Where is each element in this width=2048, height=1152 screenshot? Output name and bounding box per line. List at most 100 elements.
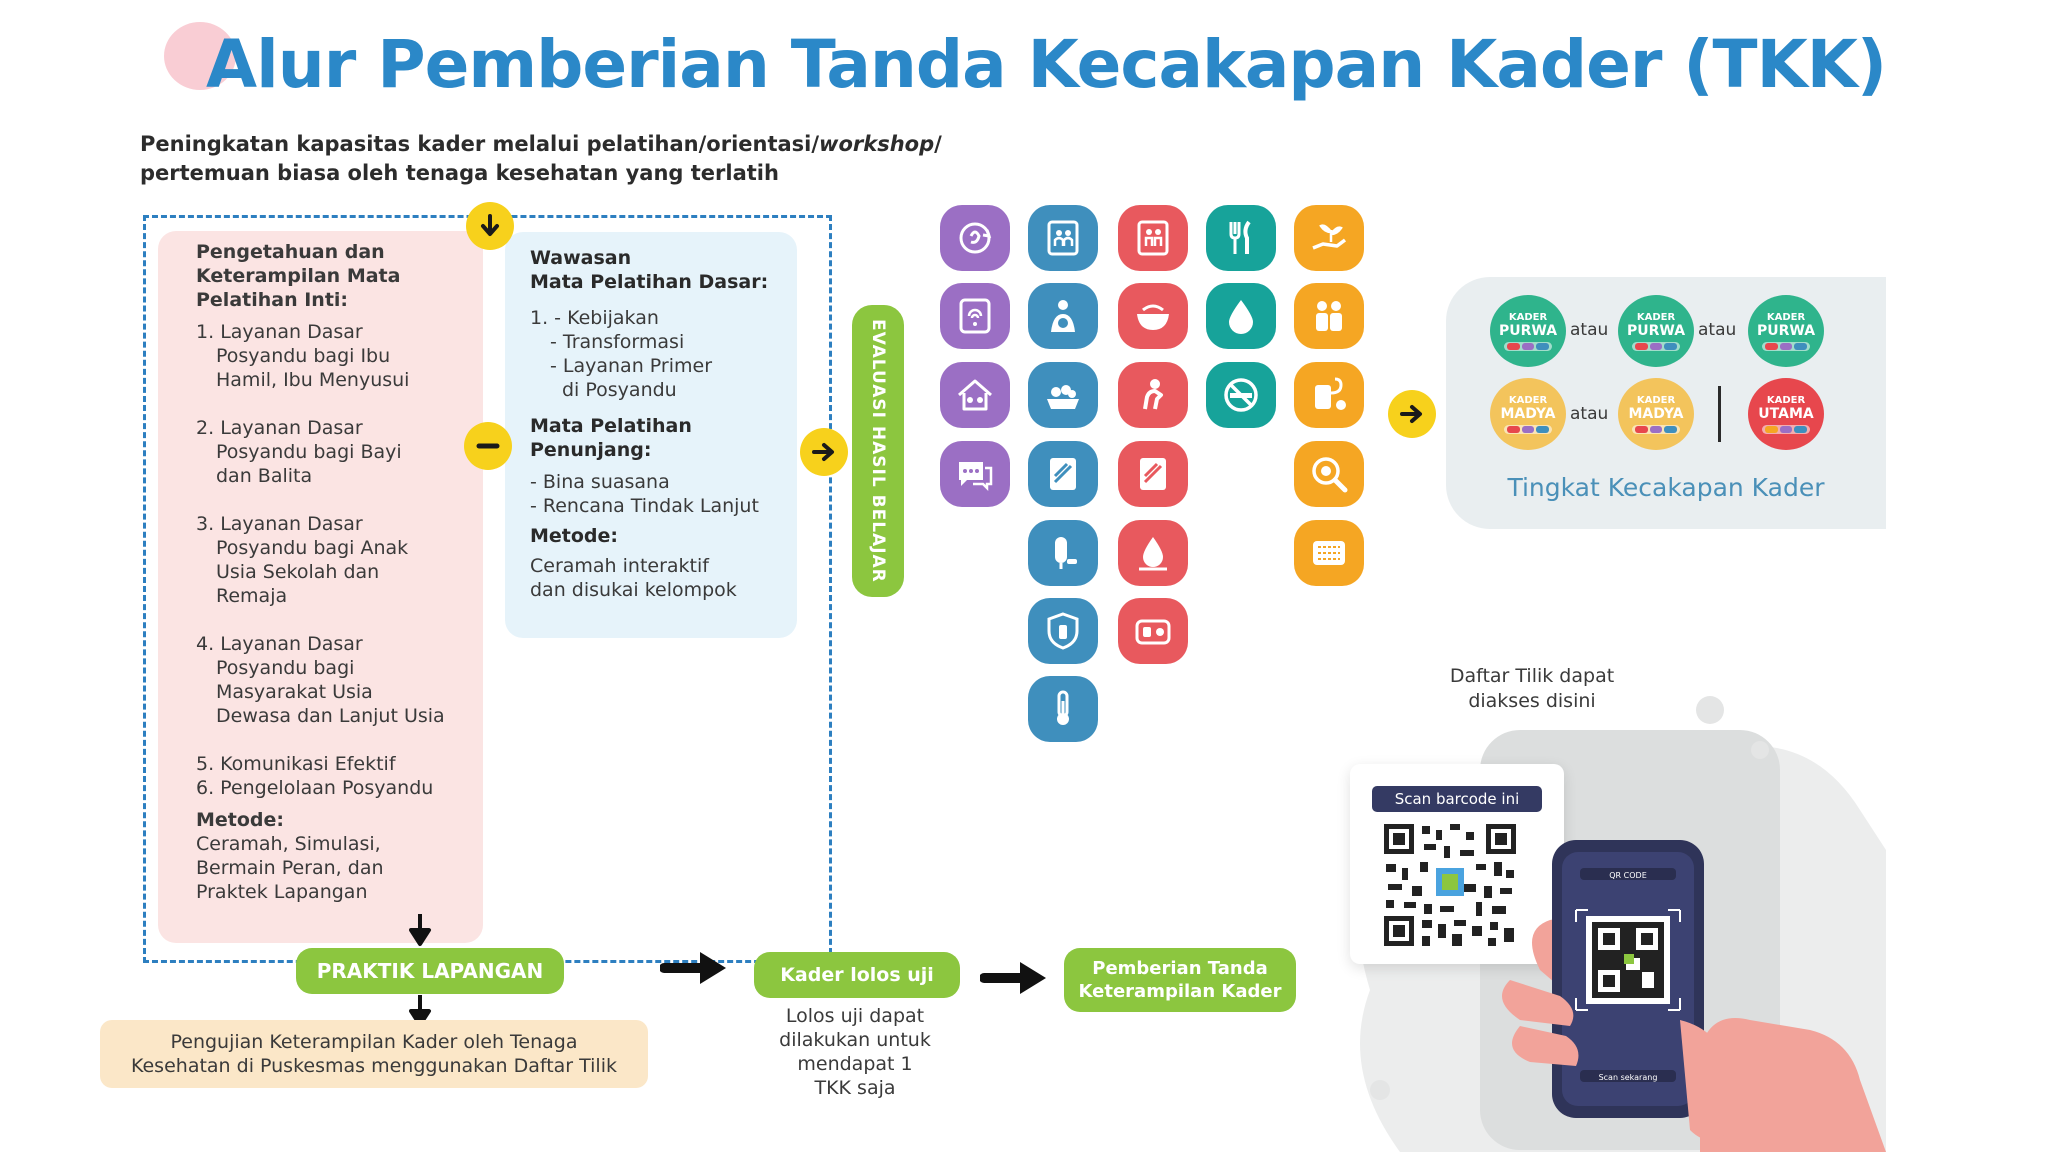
core-method-heading: Metode: [196,809,285,831]
core-method-line: Bermain Peran, dan [196,857,384,879]
arrow-down-circle-icon [466,202,514,250]
core-training-panel [158,231,483,943]
core-item-num: 4. [196,633,215,655]
core-heading-line: Pengetahuan dan [196,241,385,263]
basic-method-heading: Metode: [530,525,619,547]
core-method-line: Praktek Lapangan [196,881,368,903]
subtitle-line2: pertemuan biasa oleh tenaga kesehatan ya… [140,161,779,185]
award-label: Pemberian Tanda Keterampilan Kader [1064,948,1296,1012]
child-crawl-icon [1118,362,1188,428]
core-item-5: 5. Komunikasi Efektif [196,753,396,775]
level-divider [1718,386,1721,442]
core-heading-line: Keterampilan Mata [196,265,401,287]
badge-kader-purwa: KADER PURWA [1618,295,1694,367]
pregnancy-cycle-icon [940,205,1010,271]
qr-code-image[interactable] [1380,820,1520,950]
core-item-line: Layanan Dasar [220,321,363,343]
pass-note: Lolos uji dapat dilakukan untuk mendapat… [760,1004,950,1100]
core-item-num: 1. [196,321,215,343]
mat-icon [1294,520,1364,586]
basic-training-panel [505,232,797,638]
badge-prefix: KADER [1636,311,1676,323]
skill-test-line: Pengujian Keterampilan Kader oleh Tenaga [170,1031,578,1053]
core-item-line: Posyandu bagi [216,657,355,679]
subtitle: Peningkatan kapasitas kader melalui pela… [140,130,1000,188]
field-practice-label: PRAKTIK LAPANGAN [296,948,564,994]
award-line: Keterampilan Kader [1078,981,1282,1002]
water-drop-icon [1206,283,1276,349]
core-item-line: Hamil, Ibu Menyusui [216,369,410,391]
shield-vaccine-icon [1028,598,1098,664]
core-heading-line: Pelatihan Inti: [196,289,349,311]
core-item-line: Usia Sekolah dan [216,561,380,583]
core-item-6: 6. Pengelolaan Posyandu [196,777,434,799]
badge-prefix: KADER [1636,394,1676,406]
title-decoration [164,22,236,90]
chat-icon [940,441,1010,507]
competency-level-label: Tingkat Kecakapan Kader [1507,473,1825,502]
badge-level: PURWA [1626,322,1686,339]
badge-level: MADYA [1500,405,1556,422]
pass-note-line: dilakukan untuk [779,1029,931,1051]
or-text: atau [1698,320,1737,340]
core-item-num: 2. [196,417,215,439]
utensils-icon [1206,205,1276,271]
booklet-icon [1028,441,1098,507]
thermometer-icon [1028,676,1098,742]
badge-prefix: KADER [1766,311,1806,323]
basic-item: - Transformasi [550,331,685,353]
evaluation-pill [852,305,904,597]
or-text: atau [1570,404,1609,424]
core-item-num: 3. [196,513,215,535]
subtitle-line1-suffix: / [934,132,942,156]
basic-heading-line: Mata Pelatihan Dasar: [530,271,769,293]
basic-item: 1. - Kebijakan [530,307,659,329]
basic-item: - Layanan Primer [550,355,713,377]
badge-level: UTAMA [1758,405,1814,422]
passed-test-label: Kader lolos uji [754,952,960,998]
blood-drop-icon [1118,520,1188,586]
arrow-right-icon [660,952,726,984]
award-line: Pemberian Tanda [1092,958,1268,979]
phone-hand-illustration: QR CODE Scan sekarang [1502,840,1886,1152]
core-item-line: Remaja [216,585,288,607]
or-text: atau [1570,320,1609,340]
bowl-icon [1118,283,1188,349]
badge-prefix: KADER [1766,394,1806,406]
tablet-icon [940,283,1010,349]
checklist-caption-line: diakses disini [1468,690,1596,712]
checklist-caption-line: Daftar Tilik dapat [1449,665,1615,687]
evaluation-label-text: EVALUASI HASIL BELAJAR [868,319,888,583]
badge-prefix: KADER [1508,311,1548,323]
core-item-line: Layanan Dasar [220,513,363,535]
badge-kader-purwa: KADER PURWA [1748,295,1824,367]
basic-method-line: Ceramah interaktif [530,555,709,577]
pass-note-line: TKK saja [814,1077,896,1099]
book-family-icon [1028,205,1098,271]
phone-top-label: QR CODE [1609,871,1647,880]
badge-prefix: KADER [1508,394,1548,406]
arrow-down-icon [409,995,431,1027]
core-item-line: Masyarakat Usia [216,681,373,703]
core-item-line: Posyandu bagi Anak [216,537,409,559]
pass-note-line: mendapat 1 [797,1053,913,1075]
support-item: - Bina suasana [530,471,670,493]
mother-baby-icon [1028,283,1098,349]
badge-kader-utama: KADER UTAMA [1748,378,1824,450]
page-title: Alur Pemberian Tanda Kecakapan Kader (TK… [206,26,1887,103]
hand-plant-icon [1294,205,1364,271]
scan-barcode-label: Scan barcode ini [1372,786,1542,812]
supplement-icon [1028,520,1098,586]
search-icon [1294,441,1364,507]
phone-bottom-label: Scan sekarang [1599,1073,1658,1082]
arrow-right-circle-icon [800,428,848,476]
core-item-line: Layanan Dasar [220,633,363,655]
blood-pressure-icon [1294,362,1364,428]
core-item-line: Dewasa dan Lanjut Usia [216,705,445,727]
core-item-line: dan Balita [216,465,313,487]
subtitle-line1-italic: workshop [819,132,935,156]
book-icon [1118,441,1188,507]
core-item-4: 4. Layanan Dasar Posyandu bagi Masyaraka… [196,632,481,728]
core-item-3: 3. Layanan Dasar Posyandu bagi Anak Usia… [196,512,481,608]
checklist-caption: Daftar Tilik dapat diakses disini [1402,664,1662,714]
